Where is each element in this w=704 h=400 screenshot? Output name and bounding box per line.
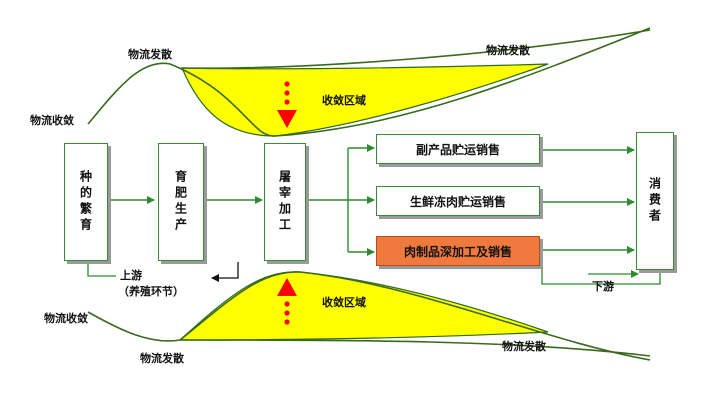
stage-fattening-label: 育肥生产 xyxy=(173,170,188,234)
label-bottom-left-convergence: 物流收敛 xyxy=(44,312,88,325)
label-top-convergence-zone: 收敛区域 xyxy=(322,94,366,107)
top-inner-curve xyxy=(181,29,651,69)
stage-consumer-box: 消费者 xyxy=(636,132,674,270)
label-bottom-right-diffusion: 物流发散 xyxy=(502,340,546,353)
label-top-left-diffusion: 物流发散 xyxy=(128,48,172,61)
stage-breeding-box: 种的繁育 xyxy=(64,143,108,261)
stage-consumer-label: 消费者 xyxy=(647,177,662,225)
upstream-back-arrow xyxy=(211,262,239,282)
top-outer-curve xyxy=(87,27,651,137)
stage-fattening-box: 育肥生产 xyxy=(158,143,204,261)
bottom-inner-curve xyxy=(179,339,651,357)
top-convergence-zone-shape xyxy=(181,63,549,137)
stage-slaughter-label: 屠宰加工 xyxy=(277,170,292,234)
channel-deep-processing-box: 肉制品深加工及销售 xyxy=(376,236,540,266)
channel-byproduct-box: 副产品贮运销售 xyxy=(376,134,540,164)
channel-fresh-frozen-box: 生鲜冻肉贮运销售 xyxy=(376,186,540,216)
label-top-right-diffusion: 物流发散 xyxy=(486,44,530,57)
label-downstream: 下游 xyxy=(592,280,614,293)
label-upstream: 上游 xyxy=(120,269,142,282)
label-top-left-convergence: 物流收敛 xyxy=(30,114,74,127)
upstream-bracket xyxy=(87,262,116,277)
bottom-outer-curve xyxy=(87,271,651,361)
label-bottom-left-diffusion: 物流发散 xyxy=(140,352,184,365)
stage-slaughter-box: 屠宰加工 xyxy=(264,143,306,261)
bottom-convergence-zone-shape xyxy=(178,271,549,341)
stage-breeding-label: 种的繁育 xyxy=(78,170,93,234)
top-red-arrow xyxy=(277,81,297,128)
label-upstream-note: （养殖环节） xyxy=(118,285,184,298)
downstream-bracket xyxy=(541,266,661,285)
bottom-red-arrow xyxy=(277,278,297,325)
label-bottom-convergence-zone: 收敛区域 xyxy=(322,296,366,309)
